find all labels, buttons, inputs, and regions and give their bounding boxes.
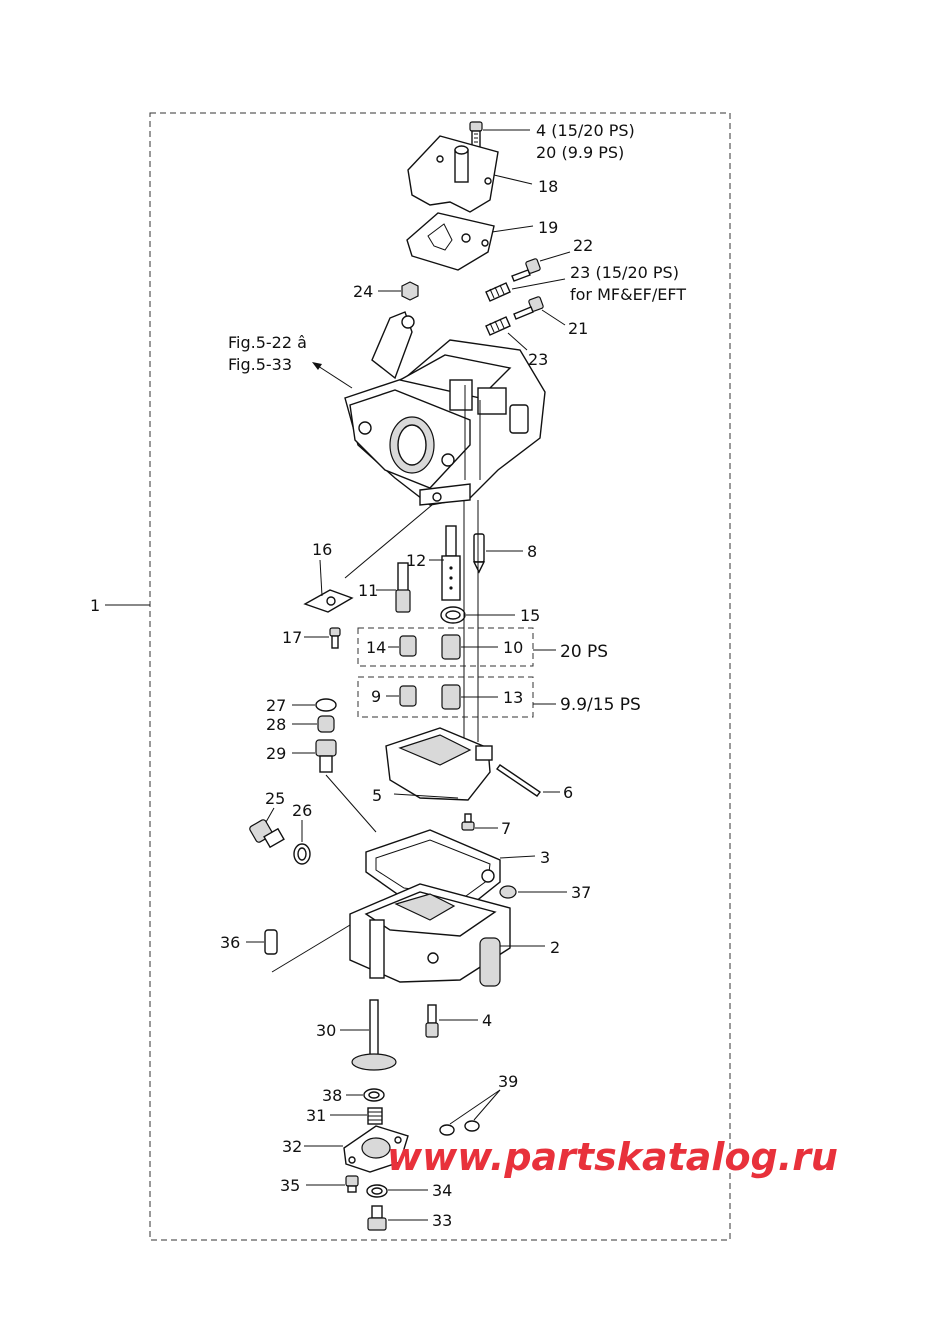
callout-23-note: for MF&EF/EFT [570,285,686,304]
spring-part-31 [367,1107,383,1125]
o-rings-part-39 [439,1120,480,1136]
nut-part-24 [401,281,419,301]
pin-part-36 [264,929,278,955]
callout-16: 16 [312,540,332,559]
callout-23-upper: 23 (15/20 PS) [570,263,679,282]
spring-part-23-lower [485,316,511,336]
washer-part-38 [363,1088,385,1102]
cover-part-32 [343,1125,409,1173]
callout-3: 3 [540,848,550,867]
group-label-9-9-15ps: 9.9/15 PS [560,695,641,715]
callout-15: 15 [520,606,540,625]
assembly-boundary [149,112,731,1241]
washer-part-34 [366,1184,388,1198]
callout-33: 33 [432,1211,452,1230]
pin-part-6 [495,764,542,797]
float-bowl-part-2 [349,883,511,987]
callout-17: 17 [282,628,302,647]
callout-6: 6 [563,783,573,802]
screw-part-4-bottom [425,1004,439,1038]
callout-31: 31 [306,1106,326,1125]
drain-screw-part-25 [249,819,285,849]
callout-23-lower: 23 [528,350,548,369]
callout-14: 14 [366,638,386,657]
screw-part-35 [345,1175,359,1193]
screw-part-33 [367,1205,387,1231]
callout-24: 24 [353,282,373,301]
jet-part-13 [441,684,461,710]
needle-valve-part-8 [472,533,486,574]
callout-19: 19 [538,218,558,237]
watermark-text: www.partskatalog.ru [387,1135,838,1179]
callout-1: 1 [90,596,100,615]
callout-34: 34 [432,1181,452,1200]
callout-2: 2 [550,938,560,957]
spring-part-23-upper [485,282,511,302]
cap-part-28 [317,715,335,733]
figure-reference-line2: Fig.5-33 [228,355,292,374]
callout-30: 30 [316,1021,336,1040]
callout-8: 8 [527,542,537,561]
figure-reference-line1: Fig.5-22 â [228,333,307,352]
callout-4-bottom: 4 [482,1011,492,1030]
group-box-20ps [357,627,534,667]
callout-5: 5 [372,786,382,805]
jet-part-11 [395,562,411,613]
callout-12: 12 [406,551,426,570]
jet-part-14 [399,635,417,657]
jet-part-9 [399,685,417,707]
carburetor-body [344,311,546,506]
gasket-part-19 [406,212,495,271]
callout-36: 36 [220,933,240,952]
callout-37: 37 [571,883,591,902]
callout-35: 35 [280,1176,300,1195]
plunger-part-30 [351,999,397,1071]
callout-11: 11 [358,581,378,600]
callout-27: 27 [266,696,286,715]
screw-part-17 [329,627,341,649]
callout-21: 21 [568,319,588,338]
callout-26: 26 [292,801,312,820]
o-ring-part-26 [293,843,311,865]
callout-22: 22 [573,236,593,255]
cover-part-18 [407,135,499,213]
screw-part-22 [511,258,541,282]
arrow-icon [312,362,322,370]
callout-20-top: 20 (9.9 PS) [536,143,624,162]
group-label-20ps: 20 PS [560,642,608,662]
callout-29: 29 [266,744,286,763]
clip-part-27 [315,698,337,712]
callout-25: 25 [265,789,285,808]
emulsion-tube-part-12 [441,525,461,601]
callout-38: 38 [322,1086,342,1105]
callout-39: 39 [498,1072,518,1091]
callout-28: 28 [266,715,286,734]
callout-18: 18 [538,177,558,196]
callout-13: 13 [503,688,523,707]
callout-4-top: 4 (15/20 PS) [536,121,635,140]
plug-part-37 [499,885,517,899]
callout-10: 10 [503,638,523,657]
screw-part-7 [461,813,475,831]
gasket-part-3 [365,829,501,907]
jet-part-10 [441,634,461,660]
callout-9: 9 [371,687,381,706]
screw-part-21 [513,296,544,320]
callout-7: 7 [501,819,511,838]
float-part-5 [385,727,493,801]
o-ring-part-15 [440,606,466,624]
pilot-screw-part-29 [315,739,337,773]
screw-part-4-20 [469,121,483,148]
callout-32: 32 [282,1137,302,1156]
bracket-part-16 [303,589,354,613]
group-box-9-9-15ps [357,676,534,718]
